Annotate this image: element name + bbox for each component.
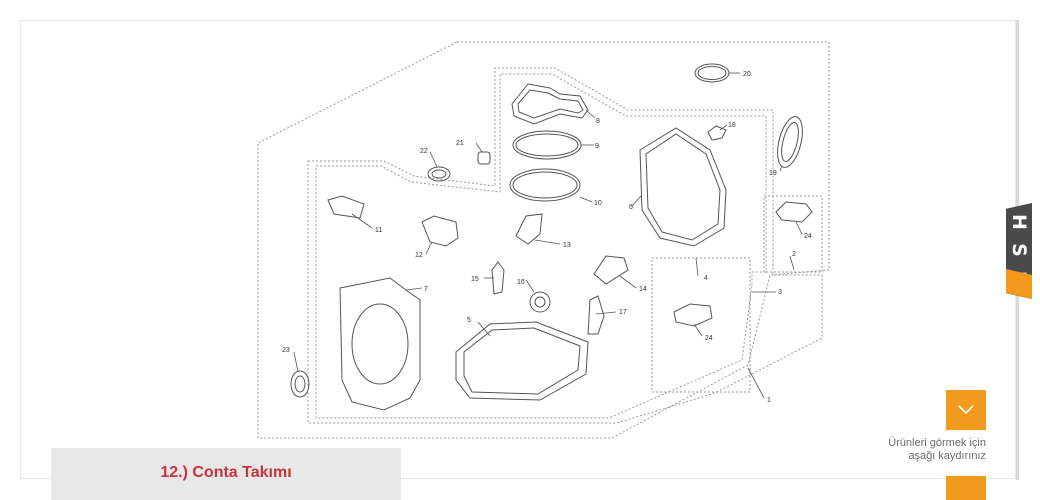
seal-23 bbox=[290, 370, 310, 398]
part-label: 3 bbox=[778, 289, 782, 296]
kit-boundary-3 bbox=[307, 67, 823, 424]
part-numbers: 20 8 18 9 21 22 19 10 6 24 11 12 13 2 4 … bbox=[282, 71, 812, 404]
ring-gasket-10 bbox=[509, 168, 581, 202]
scroll-hint: Ürünleri görmek için aşağı kaydırınız bbox=[850, 437, 986, 463]
part-label: 2 bbox=[792, 251, 796, 258]
gasket-16 bbox=[529, 291, 551, 313]
kit-boundary-inner bbox=[315, 73, 767, 419]
part-label: 4 bbox=[704, 275, 708, 282]
part-label: 5 bbox=[467, 317, 471, 324]
oil-seal-19 bbox=[777, 116, 803, 168]
valve-seal-21 bbox=[477, 151, 491, 165]
part-label: 16 bbox=[517, 279, 525, 286]
small-gasket-18 bbox=[707, 125, 727, 141]
logo-letter: S bbox=[1008, 243, 1030, 257]
part-label: 1 bbox=[767, 397, 771, 404]
gasket-24-lower bbox=[673, 303, 713, 327]
secondary-orange-button[interactable] bbox=[946, 476, 986, 500]
part-label: 22 bbox=[420, 148, 428, 155]
plate-gasket-6 bbox=[639, 127, 727, 247]
product-title: 12.) Conta Takımı bbox=[160, 464, 292, 481]
part-label: 9 bbox=[595, 143, 599, 150]
logo-letter: H bbox=[1008, 214, 1030, 230]
part-label: 7 bbox=[424, 286, 428, 293]
kit-boundary-4 bbox=[651, 257, 751, 393]
part-label: 14 bbox=[639, 286, 647, 293]
valve-cover-gasket-8 bbox=[511, 83, 589, 125]
gasket-12 bbox=[421, 215, 459, 247]
part-label: 18 bbox=[728, 122, 736, 129]
part-label: 12 bbox=[415, 252, 423, 259]
part-label: 20 bbox=[743, 71, 751, 78]
gasket-15 bbox=[491, 261, 505, 295]
scroll-hint-line2: aşağı kaydırınız bbox=[908, 450, 986, 462]
part-label: 23 bbox=[282, 347, 290, 354]
gasket-17 bbox=[587, 295, 605, 335]
hsp-logo[interactable]: H S P bbox=[1006, 203, 1032, 299]
gasket-24-upper bbox=[775, 201, 813, 223]
part-label: 8 bbox=[596, 118, 600, 125]
kit-boundary-1 bbox=[257, 41, 830, 439]
part-label: 24 bbox=[804, 233, 812, 240]
leader-lines bbox=[293, 72, 803, 399]
seal-22 bbox=[427, 166, 451, 182]
kit-boundary-2 bbox=[763, 195, 823, 273]
part-label: 11 bbox=[375, 227, 382, 234]
part-label: 15 bbox=[471, 276, 479, 283]
chevron-down-icon bbox=[958, 405, 974, 415]
part-label: 13 bbox=[563, 242, 571, 249]
oil-pan-gasket-5 bbox=[455, 321, 589, 401]
part-label: 10 bbox=[594, 200, 602, 207]
part-label: 6 bbox=[629, 204, 633, 211]
scroll-hint-line1: Ürünleri görmek için bbox=[888, 437, 986, 449]
part-label: 24 bbox=[705, 335, 713, 342]
product-caption: 12.) Conta Takımı bbox=[51, 448, 401, 500]
part-label: 17 bbox=[619, 309, 627, 316]
housing-gasket-7 bbox=[339, 277, 421, 411]
ring-gasket-9 bbox=[512, 130, 582, 160]
gasket-13 bbox=[515, 213, 543, 245]
gasket-11 bbox=[327, 195, 365, 219]
scroll-down-button[interactable] bbox=[946, 390, 986, 430]
part-label: 19 bbox=[769, 170, 777, 177]
part-label: 21 bbox=[456, 140, 464, 147]
gasket-14 bbox=[593, 255, 629, 285]
